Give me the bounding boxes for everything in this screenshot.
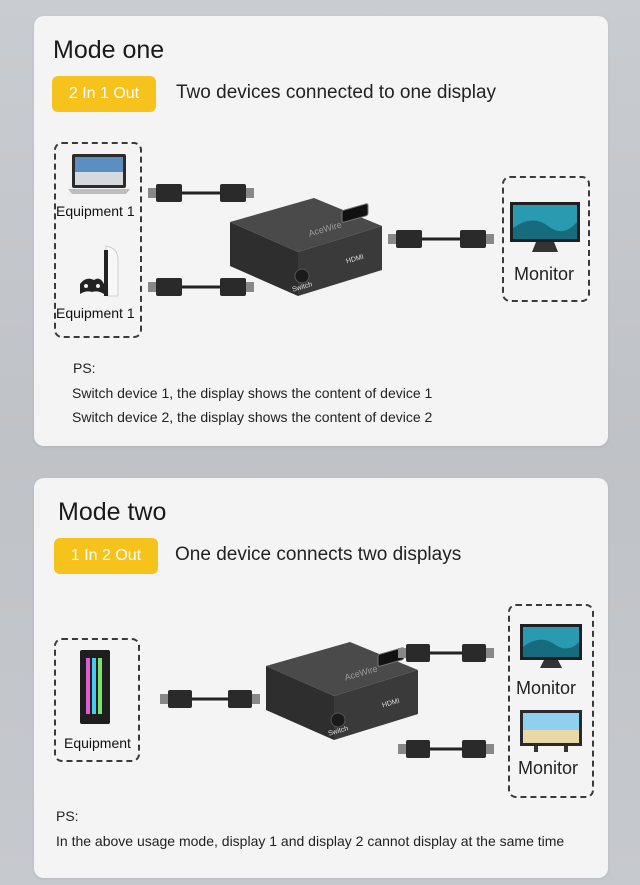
output-box [502,176,590,302]
inputs-box [54,142,142,338]
hdmi-cable-icon [148,184,254,202]
mode-two-title: Mode two [58,498,167,526]
laptop-icon [68,154,130,194]
hdmi-cable-icon [398,740,494,758]
pc-tower-icon [80,650,110,724]
ps-label: PS: [56,808,79,824]
hdmi-cable-icon [398,644,494,662]
mode-two-card: Mode two 1 In 2 Out One device connects … [34,478,608,878]
hdmi-switch-device: AceWire HDMI Switch [226,196,386,300]
output-label: Monitor [514,264,575,284]
hdmi-cable-icon [160,690,260,708]
input-label-1: Equipment 1 [56,203,135,219]
mode-one-description: Two devices connected to one display [176,82,497,103]
output-label-1: Monitor [516,678,577,698]
monitor-icon [510,202,580,252]
ps-line-2: Switch device 2, the display shows the c… [72,409,433,425]
mode-one-title: Mode one [53,36,165,64]
ps-line-1: In the above usage mode, display 1 and d… [56,833,565,849]
ps-line-1: Switch device 1, the display shows the c… [72,385,433,401]
mode-two-description: One device connects two displays [175,544,462,565]
mode-one-card: Mode one 2 In 1 Out Two devices connecte… [34,16,608,446]
mode-two-badge: 1 In 2 Out [54,538,158,574]
tv-icon [520,710,582,752]
hdmi-switch-device: AceWire HDMI Switch [262,640,422,744]
input-label: Equipment [64,735,131,751]
monitor-icon [520,624,582,668]
hdmi-cable-icon [388,230,494,248]
game-console-icon [80,245,119,297]
ps-label: PS: [73,360,96,376]
output-label-2: Monitor [518,758,579,778]
mode-one-badge: 2 In 1 Out [52,76,156,112]
input-label-2: Equipment 1 [56,305,135,321]
outputs-box [508,604,594,798]
input-box [54,638,140,762]
hdmi-cable-icon [148,278,254,296]
